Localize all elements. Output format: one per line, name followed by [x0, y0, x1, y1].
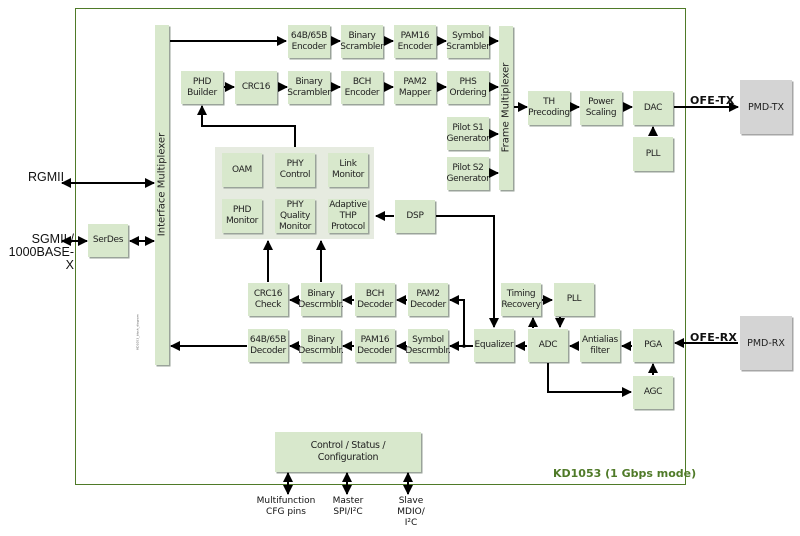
slave-mdio-label: Slave MDIO/ I²C	[397, 496, 425, 528]
tx-64b65b-encoder: 64B/65B Encoder	[288, 25, 330, 58]
ofe-tx-label: OFE-TX	[690, 94, 735, 107]
phy-quality-monitor: PHY Quality Monitor	[275, 199, 315, 233]
dsp: DSP	[395, 200, 435, 233]
tx-pll: PLL	[633, 137, 673, 171]
dac: DAC	[633, 91, 673, 125]
rx-bch-decoder: BCH Decoder	[355, 283, 395, 316]
frame-multiplexer-label: Frame Multiplexer	[500, 62, 512, 153]
frame-multiplexer	[499, 26, 513, 190]
master-spi-label: Master SPI/I²C	[332, 496, 364, 517]
link-monitor: Link Monitor	[328, 153, 368, 187]
oam: OAM	[222, 153, 262, 187]
tx-crc16: CRC16	[235, 71, 277, 104]
tx-symbol-scrambler: Symbol Scrambler	[446, 25, 490, 58]
adc: ADC	[528, 329, 568, 362]
rx-binary-descrambler-2: Binary Descrmblr.	[298, 329, 344, 362]
pmd-tx: PMD-TX	[740, 80, 792, 134]
tx-binary-scrambler-1: Binary Scrambler	[340, 25, 384, 58]
tx-pam2-mapper: PAM2 Mapper	[394, 71, 436, 104]
tx-binary-scrambler-2: Binary Scrambler	[287, 71, 331, 104]
sgmii-label: SGMII / 1000BASE-X	[8, 232, 74, 272]
pilot-s1-generator: Pilot S1 Generator	[447, 117, 490, 150]
pga: PGA	[633, 329, 673, 362]
phy-control: PHY Control	[275, 153, 315, 187]
interface-multiplexer-label: Interface Multiplexer	[156, 132, 168, 237]
phd-monitor: PHD Monitor	[222, 199, 262, 233]
agc: AGC	[633, 376, 673, 409]
equalizer: Equalizer	[474, 329, 514, 362]
chip-boundary	[75, 8, 686, 485]
rx-64b65b-decoder: 64B/65B Decoder	[248, 329, 288, 362]
adaptive-thp-protocol: Adaptive THP Protocol	[328, 199, 368, 233]
tx-bch-encoder: BCH Encoder	[341, 71, 383, 104]
rgmii-label: RGMII	[28, 170, 65, 184]
tx-phd-builder: PHD Builder	[181, 71, 223, 104]
figure-id-text: KD1053_block_diagram	[135, 314, 140, 350]
rx-symbol-descrambler: Symbol Descrmblr.	[405, 329, 451, 362]
tx-pam16-encoder: PAM16 Encoder	[394, 25, 436, 58]
serdes: SerDes	[88, 224, 128, 257]
ofe-rx-label: OFE-RX	[690, 331, 738, 344]
power-scaling: Power Scaling	[580, 91, 622, 125]
rx-binary-descrambler-1: Binary Descrmblr.	[298, 283, 344, 316]
pilot-s2-generator: Pilot S2 Generator	[447, 157, 490, 190]
rx-pam16-decoder: PAM16 Decoder	[355, 329, 395, 362]
th-precoding: TH Precoding	[528, 91, 570, 125]
timing-recovery: Timing Recovery	[501, 283, 541, 316]
rx-pam2-decoder: PAM2 Decoder	[408, 283, 448, 316]
antialias-filter: Antialias filter	[580, 329, 620, 362]
chip-title: KD1053 (1 Gbps mode)	[553, 467, 697, 480]
cfg-pins-label: Multifunction CFG pins	[256, 496, 316, 517]
control-status-configuration: Control / Status / Configuration	[275, 432, 421, 472]
rx-pll: PLL	[554, 283, 594, 316]
pmd-rx: PMD-RX	[740, 316, 792, 370]
interface-multiplexer	[155, 25, 169, 365]
rx-crc16-check: CRC16 Check	[248, 283, 288, 316]
tx-phs-ordering: PHS Ordering	[447, 71, 489, 104]
